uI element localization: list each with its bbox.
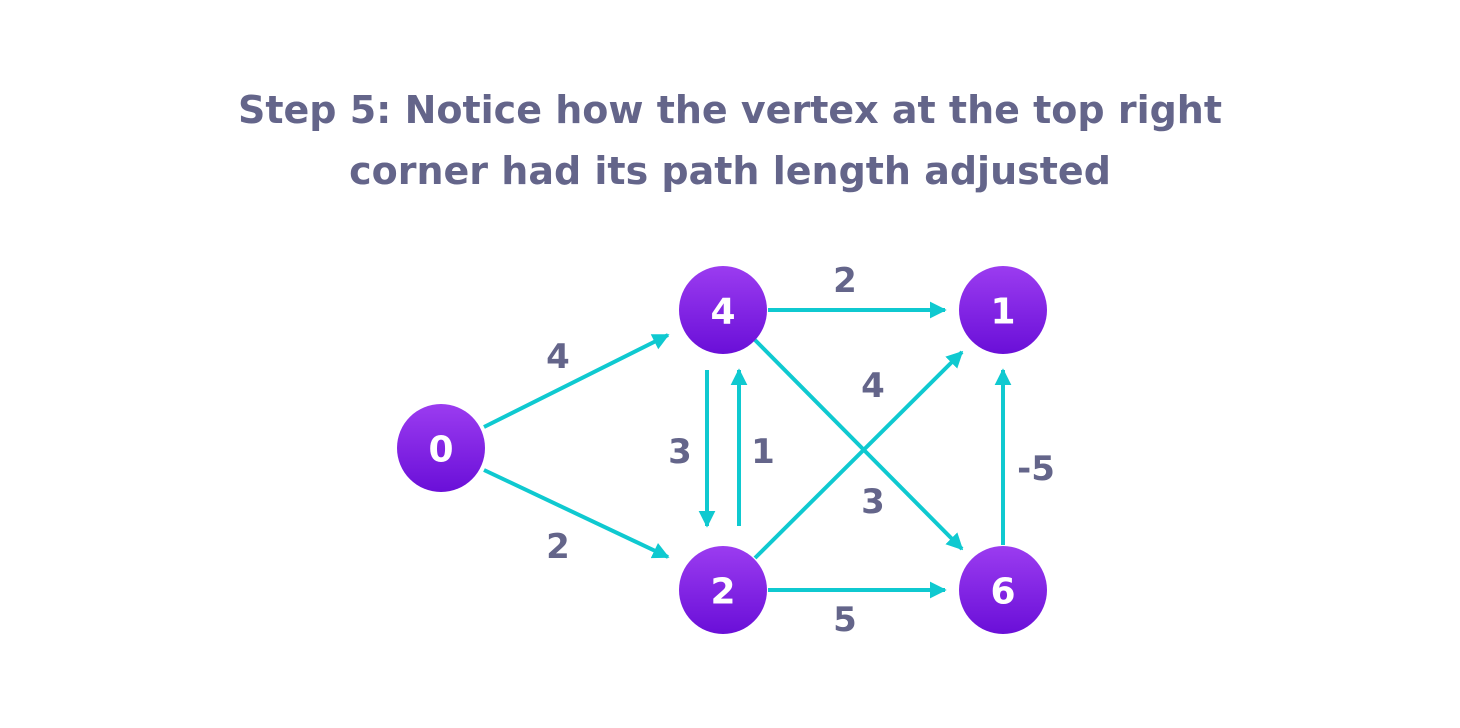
edge-0-to-4 <box>483 333 670 429</box>
edge-weight-2-to-6: 5 <box>833 600 857 640</box>
edge-weight-4-to-1: 2 <box>833 261 857 301</box>
node-0: 0 <box>397 404 485 492</box>
title-line-1: Step 5: Notice how the vertex at the top… <box>237 88 1223 132</box>
edges-layer <box>483 301 1012 599</box>
node-4: 4 <box>679 266 767 354</box>
edge-weight-6-to-1: -5 <box>1017 449 1055 489</box>
node-label: 1 <box>990 292 1015 333</box>
edge-4-to-6 <box>753 338 964 551</box>
edge-2-to-1 <box>753 350 964 560</box>
node-6: 6 <box>959 546 1047 634</box>
node-label: 0 <box>428 430 453 471</box>
edge-weight-4-to-6: 3 <box>861 482 885 522</box>
node-1: 1 <box>959 266 1047 354</box>
node-circle <box>397 404 485 492</box>
edge-weight-2-to-1: 4 <box>861 366 885 406</box>
node-circle <box>959 546 1047 634</box>
node-label: 4 <box>710 292 735 333</box>
node-label: 2 <box>710 572 735 613</box>
node-label: 6 <box>990 572 1015 613</box>
edge-weight-0-to-4: 4 <box>546 337 570 377</box>
edge-weight-0-to-2: 2 <box>546 527 570 567</box>
edge-weight-4-to-2: 3 <box>668 432 692 472</box>
node-circle <box>679 266 767 354</box>
node-2: 2 <box>679 546 767 634</box>
node-circle <box>959 266 1047 354</box>
title-line-2: corner had its path length adjusted <box>349 149 1111 193</box>
diagram-title: Step 5: Notice how the vertex at the top… <box>0 80 1460 202</box>
edge-labels-layer: 4 2 3 1 2 4 3 5 -5 <box>546 261 1055 640</box>
edge-weight-2-to-4: 1 <box>751 432 775 472</box>
edge-0-to-2 <box>483 468 670 559</box>
nodes-layer: 0 4 1 2 6 <box>397 266 1047 634</box>
node-circle <box>679 546 767 634</box>
